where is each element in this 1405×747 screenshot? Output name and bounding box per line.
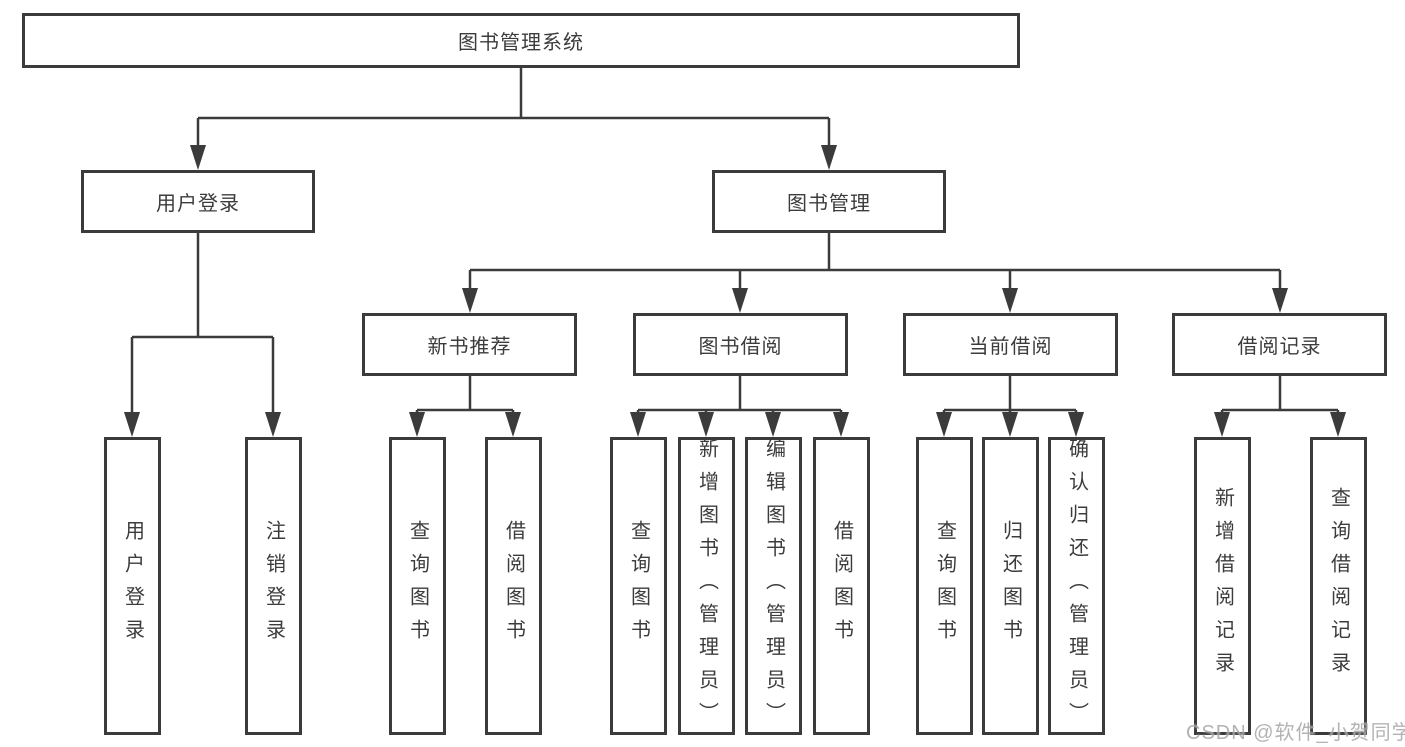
node-new-book-recommendation-label: 新书推荐 — [427, 336, 512, 358]
leaf-return-books: 归还图书 — [982, 437, 1039, 735]
node-borrow-records: 借阅记录 — [1172, 313, 1387, 376]
leaf-recommend-borrow-books: 借阅图书 — [485, 437, 542, 735]
leaf-add-books-admin: 新增图书（管理员） — [678, 437, 735, 735]
leaf-borrowing-borrow-books-label: 借阅图书 — [830, 520, 853, 652]
leaf-add-books-admin-label: 新增图书（管理员） — [695, 437, 718, 735]
node-book-borrowing: 图书借阅 — [633, 313, 848, 376]
leaf-edit-books-admin-label: 编辑图书（管理员） — [762, 437, 785, 735]
arrowheads — [124, 145, 1346, 437]
node-new-book-recommendation: 新书推荐 — [362, 313, 577, 376]
node-borrow-records-label: 借阅记录 — [1237, 336, 1322, 358]
node-user-login: 用户登录 — [81, 170, 315, 233]
leaf-current-search-books-label: 查询图书 — [933, 520, 956, 652]
leaf-logout: 注销登录 — [245, 437, 302, 735]
csdn-watermark: CSDN @软件_小贺同学 — [1186, 722, 1405, 744]
leaf-recommend-search-books: 查询图书 — [389, 437, 446, 735]
leaf-recommend-borrow-books-label: 借阅图书 — [502, 520, 525, 652]
node-current-borrowing-label: 当前借阅 — [968, 336, 1053, 358]
leaf-search-borrow-record: 查询借阅记录 — [1310, 437, 1367, 735]
node-current-borrowing: 当前借阅 — [903, 313, 1118, 376]
node-book-borrowing-label: 图书借阅 — [698, 336, 783, 358]
leaf-edit-books-admin: 编辑图书（管理员） — [745, 437, 802, 735]
node-library-management-system-label: 图书管理系统 — [458, 32, 584, 54]
leaf-confirm-return-admin: 确认归还（管理员） — [1048, 437, 1105, 735]
leaf-borrowing-borrow-books: 借阅图书 — [813, 437, 870, 735]
leaf-borrowing-search-books: 查询图书 — [610, 437, 667, 735]
leaf-add-borrow-record-label: 新增借阅记录 — [1211, 487, 1234, 685]
node-book-management-label: 图书管理 — [787, 193, 871, 215]
leaf-search-borrow-record-label: 查询借阅记录 — [1327, 487, 1350, 685]
leaf-user-login-label: 用户登录 — [121, 520, 144, 652]
leaf-return-books-label: 归还图书 — [999, 520, 1022, 652]
leaf-borrowing-search-books-label: 查询图书 — [627, 520, 650, 652]
leaf-user-login: 用户登录 — [104, 437, 161, 735]
leaf-logout-label: 注销登录 — [262, 520, 285, 652]
leaf-add-borrow-record: 新增借阅记录 — [1194, 437, 1251, 735]
leaf-confirm-return-admin-label: 确认归还（管理员） — [1065, 437, 1088, 735]
leaf-current-search-books: 查询图书 — [916, 437, 973, 735]
node-library-management-system: 图书管理系统 — [22, 13, 1020, 68]
node-user-login-label: 用户登录 — [156, 193, 240, 215]
leaf-recommend-search-books-label: 查询图书 — [406, 520, 429, 652]
node-book-management: 图书管理 — [712, 170, 946, 233]
